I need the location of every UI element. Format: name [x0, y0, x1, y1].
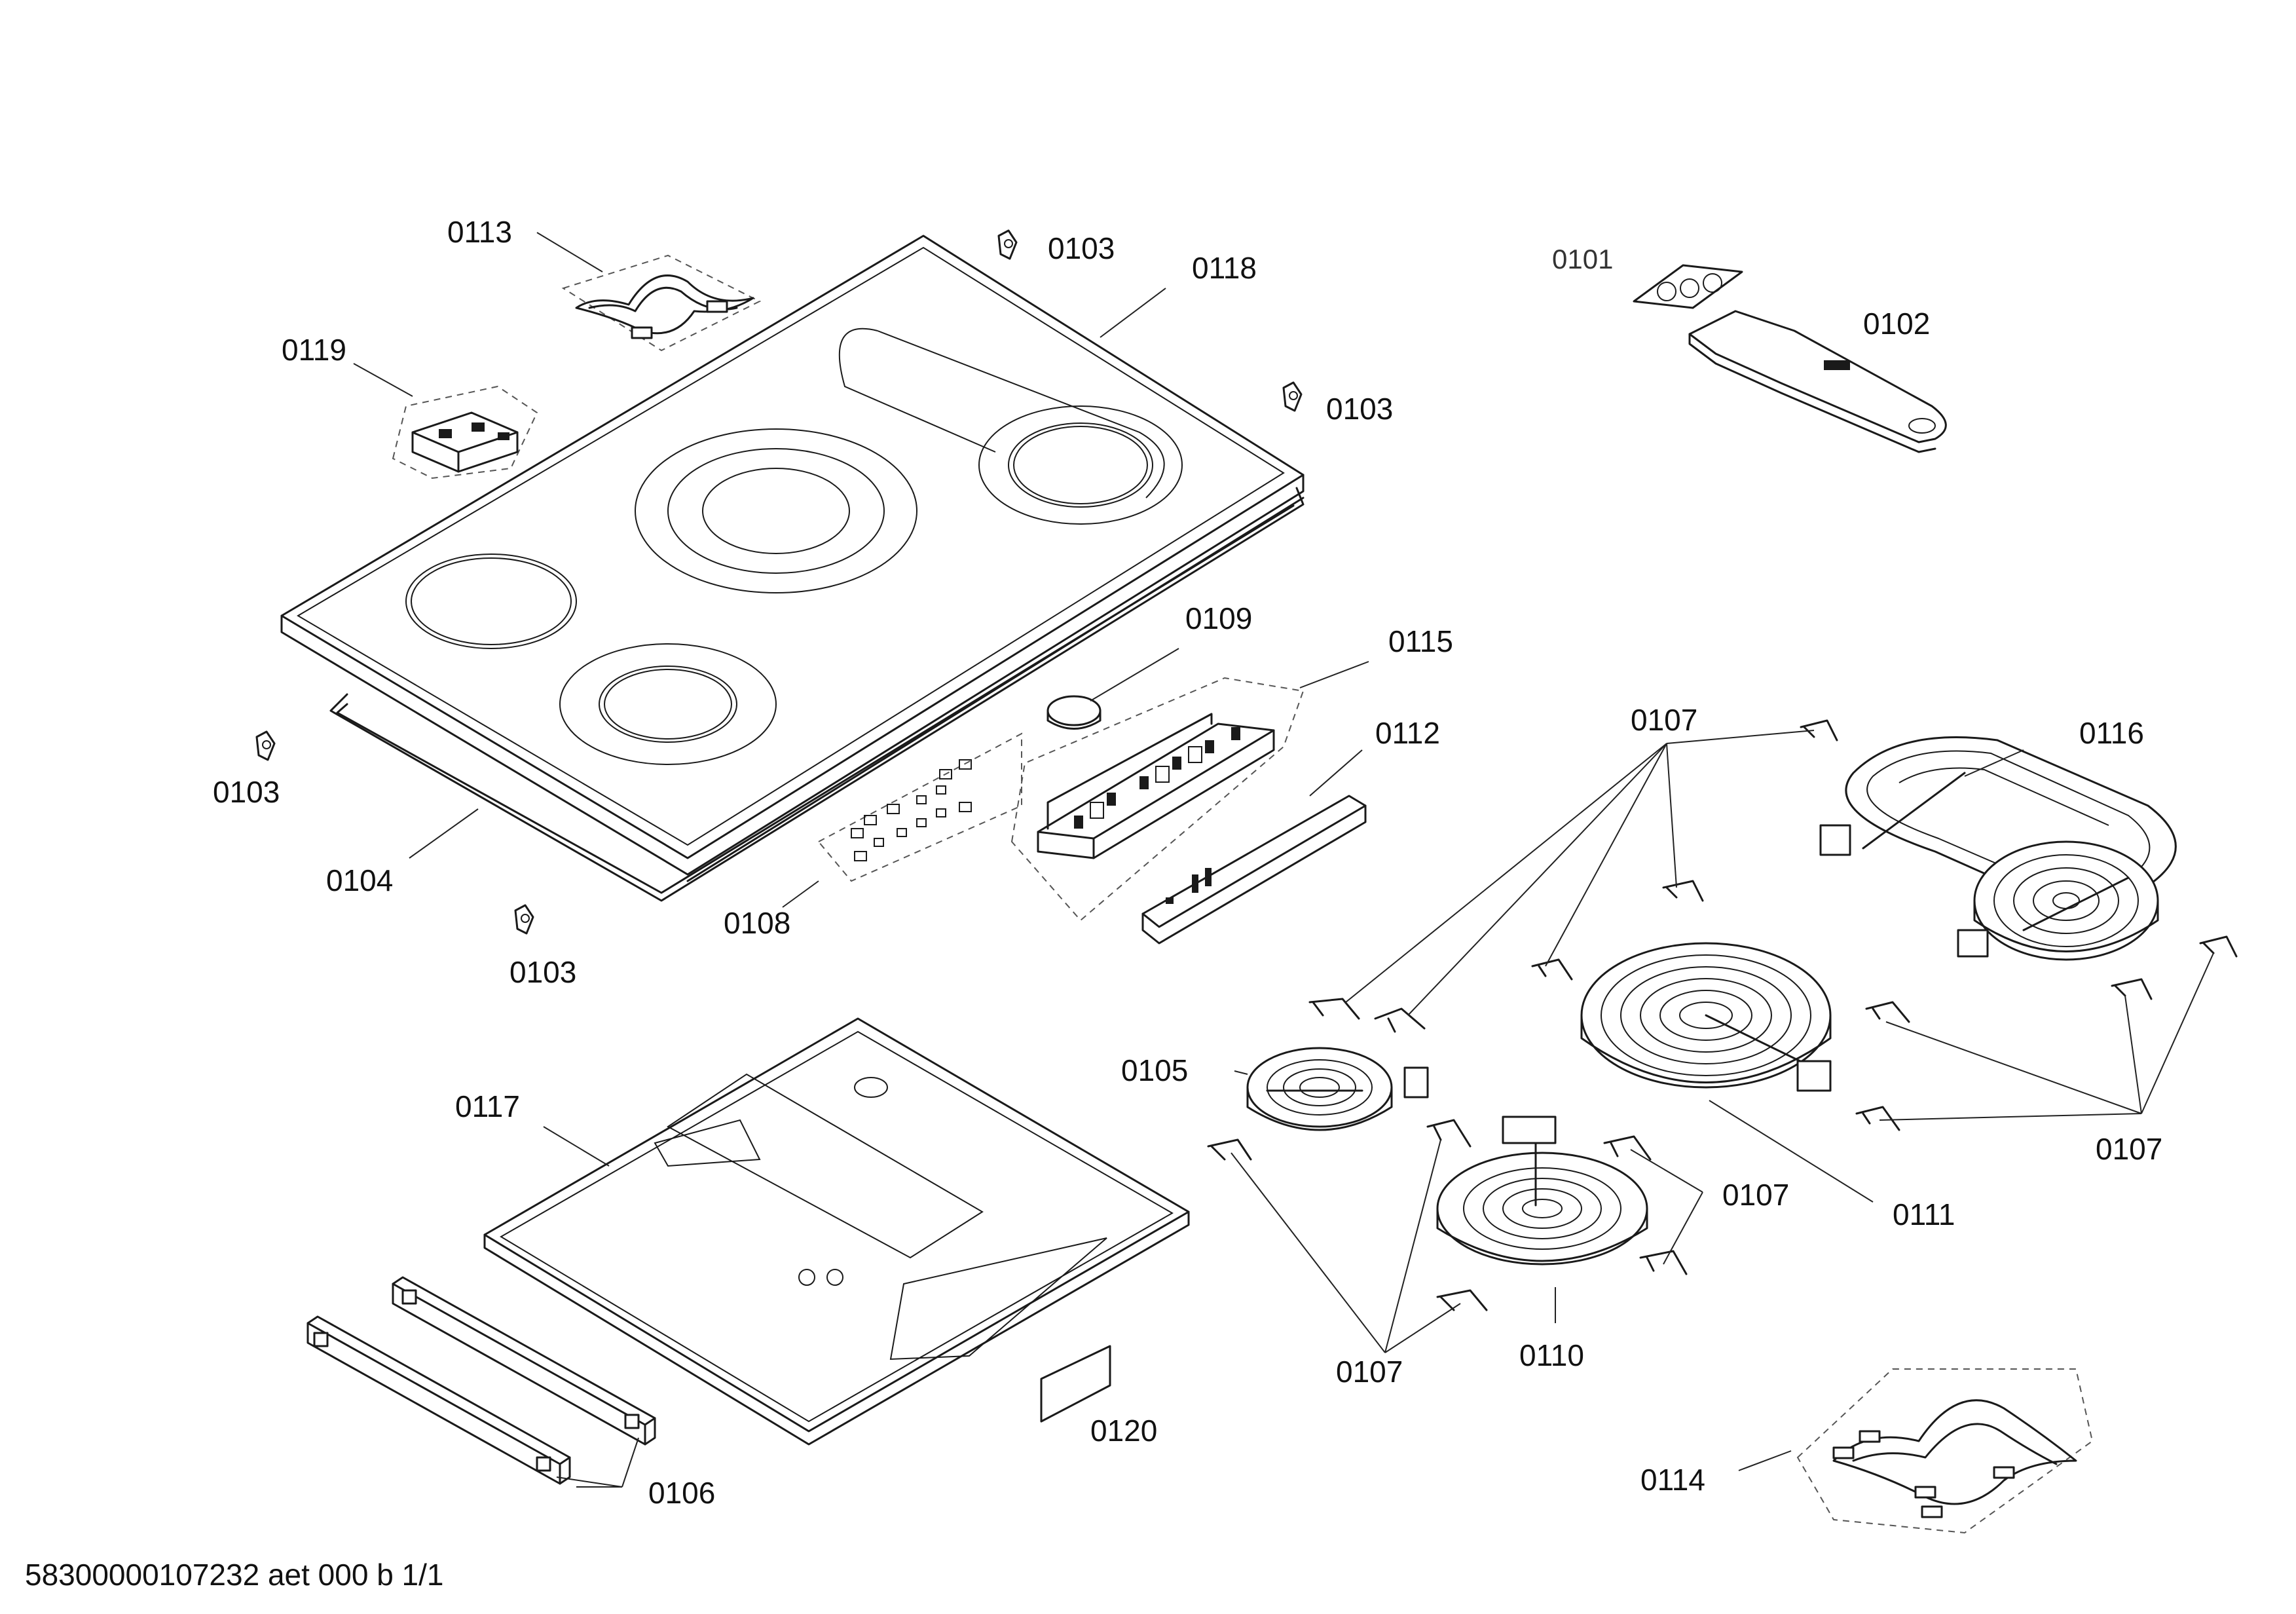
- spring-clip-12: [1855, 1106, 1900, 1131]
- radiant-heater-large: [1580, 942, 1832, 1092]
- label-0104: 0104: [326, 863, 393, 897]
- label-0120: 0120: [1090, 1414, 1157, 1448]
- part-labels: 0101 0102 0103 0103 0103 0103 0104 0105 …: [213, 215, 2162, 1510]
- label-0117: 0117: [455, 1089, 520, 1123]
- label-0103-top: 0103: [1048, 231, 1115, 265]
- spring-clip-4: [1426, 1119, 1472, 1148]
- bottom-tray: [483, 1017, 1190, 1446]
- sealing-strip-top: [561, 254, 762, 352]
- label-0119: 0119: [282, 333, 346, 367]
- scraper-tool: [1633, 264, 1947, 453]
- fixing-rail-upper: [392, 1276, 656, 1446]
- module-carrier: [1141, 795, 1367, 945]
- label-0107-right: 0107: [2096, 1132, 2162, 1166]
- electronic-module: [1010, 677, 1305, 922]
- label-0107-top: 0107: [1631, 703, 1697, 737]
- label-0115: 0115: [1388, 624, 1453, 658]
- magnetic-knob: [1046, 695, 1102, 730]
- spring-clip-13: [2111, 978, 2153, 1000]
- rating-plate: [1040, 1345, 1111, 1423]
- label-0107-bottom: 0107: [1336, 1355, 1403, 1389]
- label-0112: 0112: [1375, 716, 1440, 750]
- ceramic-glass-top: [280, 235, 1305, 882]
- label-0105: 0105: [1121, 1053, 1188, 1087]
- label-0107-mid: 0107: [1722, 1178, 1789, 1212]
- document-id: 58300000107232 aet 000 b 1/1: [25, 1558, 444, 1592]
- label-0108: 0108: [724, 906, 790, 940]
- label-0101: 0101: [1552, 244, 1613, 274]
- spring-clip-6: [1603, 1135, 1652, 1161]
- label-0110: 0110: [1519, 1338, 1584, 1372]
- leader-lines: [353, 232, 2214, 1488]
- spring-clip-11: [1865, 1001, 1910, 1023]
- label-0103-bottom: 0103: [509, 955, 576, 989]
- label-0103-right: 0103: [1326, 392, 1393, 426]
- spring-clip-3: [1207, 1138, 1252, 1161]
- radiant-heater-medium: [1436, 1116, 1648, 1266]
- clamp-icon-top: [997, 229, 1018, 260]
- spring-clip-10: [1531, 958, 1573, 981]
- label-0114: 0114: [1640, 1463, 1705, 1497]
- clamp-icon-left: [255, 730, 276, 761]
- spring-clip-8: [1800, 719, 1838, 741]
- label-0103-left: 0103: [213, 775, 280, 809]
- connector-block: [392, 385, 538, 479]
- label-0109: 0109: [1185, 601, 1252, 635]
- label-0116: 0116: [2079, 716, 2144, 750]
- spring-clip-2: [1374, 1007, 1426, 1033]
- label-0106: 0106: [648, 1476, 715, 1510]
- clamp-icon-right: [1282, 381, 1303, 412]
- touch-control-foil: [817, 732, 1022, 882]
- frame-seal: [329, 487, 1305, 902]
- spring-clip-9: [1662, 880, 1704, 902]
- spring-clip-7: [1639, 1250, 1688, 1275]
- label-0113: 0113: [447, 215, 512, 249]
- sealing-strip-bottom: [1796, 1368, 2094, 1534]
- label-0118: 0118: [1192, 251, 1257, 285]
- spring-clip-14: [2199, 935, 2238, 958]
- oval-heater: [1819, 736, 2177, 961]
- clamp-icon-bottom: [514, 904, 534, 935]
- fixing-rail-lower: [306, 1315, 571, 1485]
- label-0111: 0111: [1893, 1197, 1955, 1231]
- spring-clip-1: [1308, 998, 1360, 1020]
- radiant-heater-small: [1246, 1047, 1429, 1131]
- spring-clip-5: [1436, 1289, 1488, 1311]
- label-0102: 0102: [1863, 307, 1930, 341]
